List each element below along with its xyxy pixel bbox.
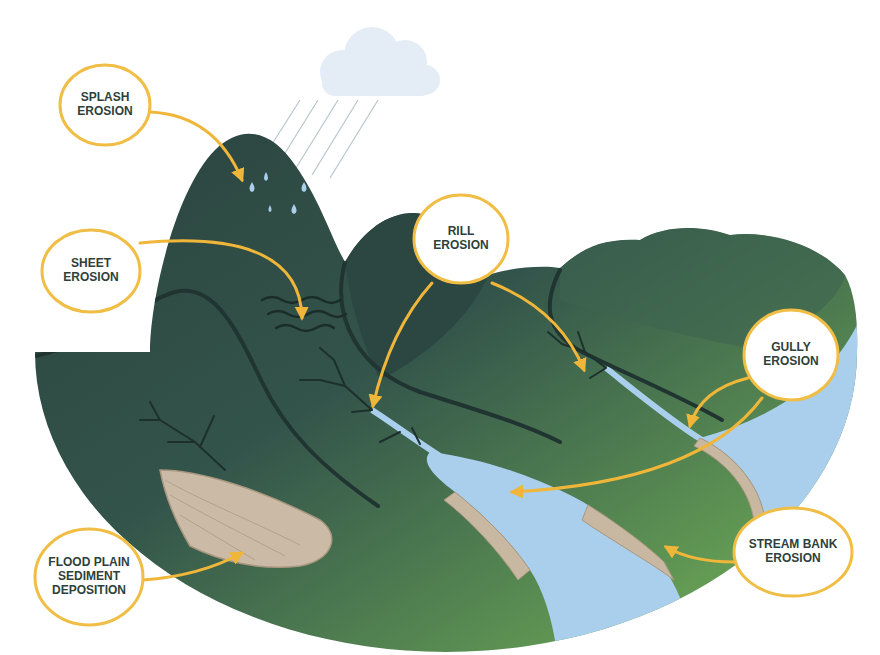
- ridge-line: [550, 270, 722, 420]
- callout-label: FLOOD PLAIN SEDIMENT DEPOSITION: [41, 556, 137, 597]
- callout-ring: [42, 230, 140, 312]
- bank-strip: [444, 492, 530, 580]
- fan-line: [170, 495, 285, 556]
- callout-ring: [414, 195, 508, 283]
- cloud-base: [322, 70, 434, 96]
- callout-ring: [60, 65, 150, 145]
- land-fill: [0, 100, 880, 655]
- fan-line: [165, 480, 300, 545]
- callout-circle: STREAM BANK EROSION: [732, 506, 854, 598]
- raindrops: [250, 172, 307, 214]
- leader-arrow: [666, 547, 735, 562]
- fan-line: [180, 515, 255, 560]
- raindrop: [292, 204, 297, 214]
- leader-arrow: [143, 553, 242, 580]
- rain-streak: [312, 100, 358, 175]
- callout-circle: GULLY EROSION: [742, 308, 840, 402]
- raindrop: [269, 205, 272, 212]
- callout-label: SHEET EROSION: [48, 257, 134, 285]
- callout-circle: SHEET EROSION: [40, 228, 142, 314]
- stream-banks: [444, 438, 765, 610]
- river-water: [427, 452, 700, 655]
- raindrop: [264, 172, 268, 181]
- rill-branch: [300, 348, 372, 412]
- rain-streak: [330, 100, 378, 178]
- raindrop: [302, 182, 307, 192]
- rill-branch: [140, 402, 225, 470]
- callout-ring: [35, 529, 143, 625]
- rill-branch: [380, 428, 420, 444]
- leader-arrow: [150, 112, 242, 180]
- callout-ring: [744, 310, 838, 400]
- callout-label: STREAM BANK EROSION: [740, 538, 846, 566]
- leader-arrow: [512, 398, 762, 492]
- leader-arrow: [140, 241, 302, 318]
- sheet-wave: [268, 311, 346, 317]
- leader-arrows: [140, 112, 762, 580]
- leader-arrow: [690, 378, 748, 426]
- bank-strip: [694, 438, 765, 522]
- callout-circle: RILL EROSION: [412, 193, 510, 285]
- leader-arrow: [373, 283, 432, 406]
- bank-strip: [582, 505, 674, 580]
- callout-circle: FLOOD PLAIN SEDIMENT DEPOSITION: [33, 527, 145, 627]
- tributary: [372, 410, 440, 456]
- rain-cloud: [320, 27, 440, 96]
- callout-label: RILL EROSION: [420, 225, 502, 253]
- rain-streak: [296, 100, 338, 168]
- leader-arrow: [492, 283, 584, 370]
- callout-label: SPLASH EROSION: [66, 91, 144, 119]
- sheet-wave: [276, 325, 334, 331]
- ridge-lines: [35, 262, 722, 506]
- fan-lines: [165, 480, 300, 560]
- callout-ring: [734, 508, 852, 596]
- sediment-fan: [160, 470, 332, 567]
- raindrop: [250, 182, 255, 192]
- landscape: [0, 100, 880, 655]
- callout-circle: SPLASH EROSION: [58, 63, 152, 147]
- sheet-waves: [262, 297, 346, 331]
- callout-label: GULLY EROSION: [750, 341, 832, 369]
- ridge-line: [35, 291, 378, 506]
- ridge-line: [341, 262, 560, 442]
- rain-streak: [282, 100, 318, 158]
